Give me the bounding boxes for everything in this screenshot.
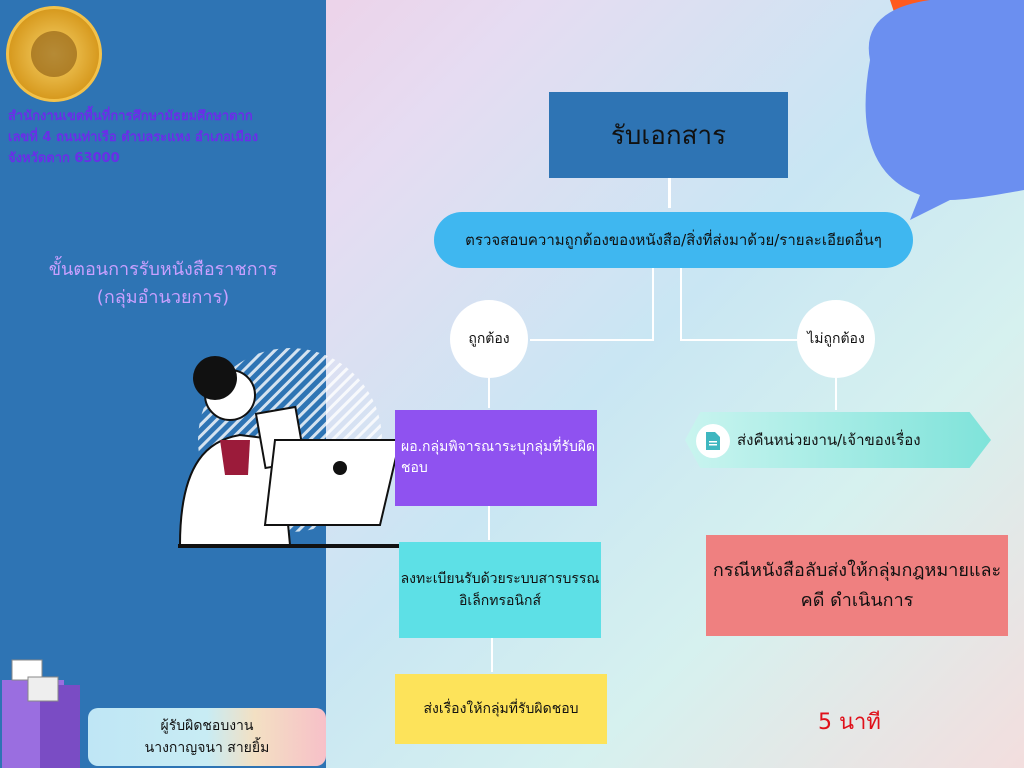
connector [680,268,682,340]
document-icon [696,424,730,458]
duration-label: 5 นาที [818,710,881,735]
send-to-group-box: ส่งเรื่องให้กลุ่มที่รับผิดชอบ [395,674,607,744]
incorrect-node: ไม่ถูกต้อง [797,300,875,378]
connector [835,378,837,410]
office-logo [6,6,102,102]
responsible-label: ผู้รับผิดชอบงาน [160,718,254,734]
connector [488,378,490,408]
register-box: ลงทะเบียนรับด้วยระบบสารบรรณอิเล็กทรอนิกส… [399,542,601,638]
connector [491,638,493,672]
page-title: ขั้นตอนการรับหนังสือราชการ (กลุ่มอำนวยกา… [0,256,326,312]
responsible-person-box: ผู้รับผิดชอบงาน นางกาญจนา สายยิ้ม [88,708,326,766]
speech-bubble-decoration [865,0,1024,220]
correct-node: ถูกต้อง [450,300,528,378]
responsible-name: นางกาญจนา สายยิ้ม [144,740,270,756]
director-assign-box: ผอ.กลุ่มพิจารณาระบุกลุ่มที่รับผิดชอบ [395,410,597,506]
check-document-box: ตรวจสอบความถูกต้องของหนังสือ/สิ่งที่ส่งม… [434,212,913,268]
org-line: จังหวัดตาก 63000 [8,151,120,166]
connector [680,339,800,341]
connector [488,506,490,540]
org-line: สำนักงานเขตพื้นที่การศึกษามัธยมศึกษาตาก [8,109,253,124]
org-line: เลขที่ 4 ถนนท่าเรือ ตำบลระแหง อำเภอเมือง [8,130,259,145]
title-line: (กลุ่มอำนวยการ) [96,287,230,308]
connector [668,178,671,208]
office-address: สำนักงานเขตพื้นที่การศึกษามัธยมศึกษาตาก … [8,106,328,169]
receive-document-box: รับเอกสาร [549,92,788,178]
connector [530,339,654,341]
person-at-computer-illustration [178,348,402,548]
connector [652,268,654,340]
return-to-owner-box: ส่งคืนหน่วยงาน/เจ้าของเรื่อง [685,412,991,468]
title-line: ขั้นตอนการรับหนังสือราชการ [48,259,278,280]
file-cabinet-icon [2,659,80,768]
secret-document-note: กรณีหนังสือลับส่งให้กลุ่มกฎหมายและคดี ดำ… [706,535,1008,636]
